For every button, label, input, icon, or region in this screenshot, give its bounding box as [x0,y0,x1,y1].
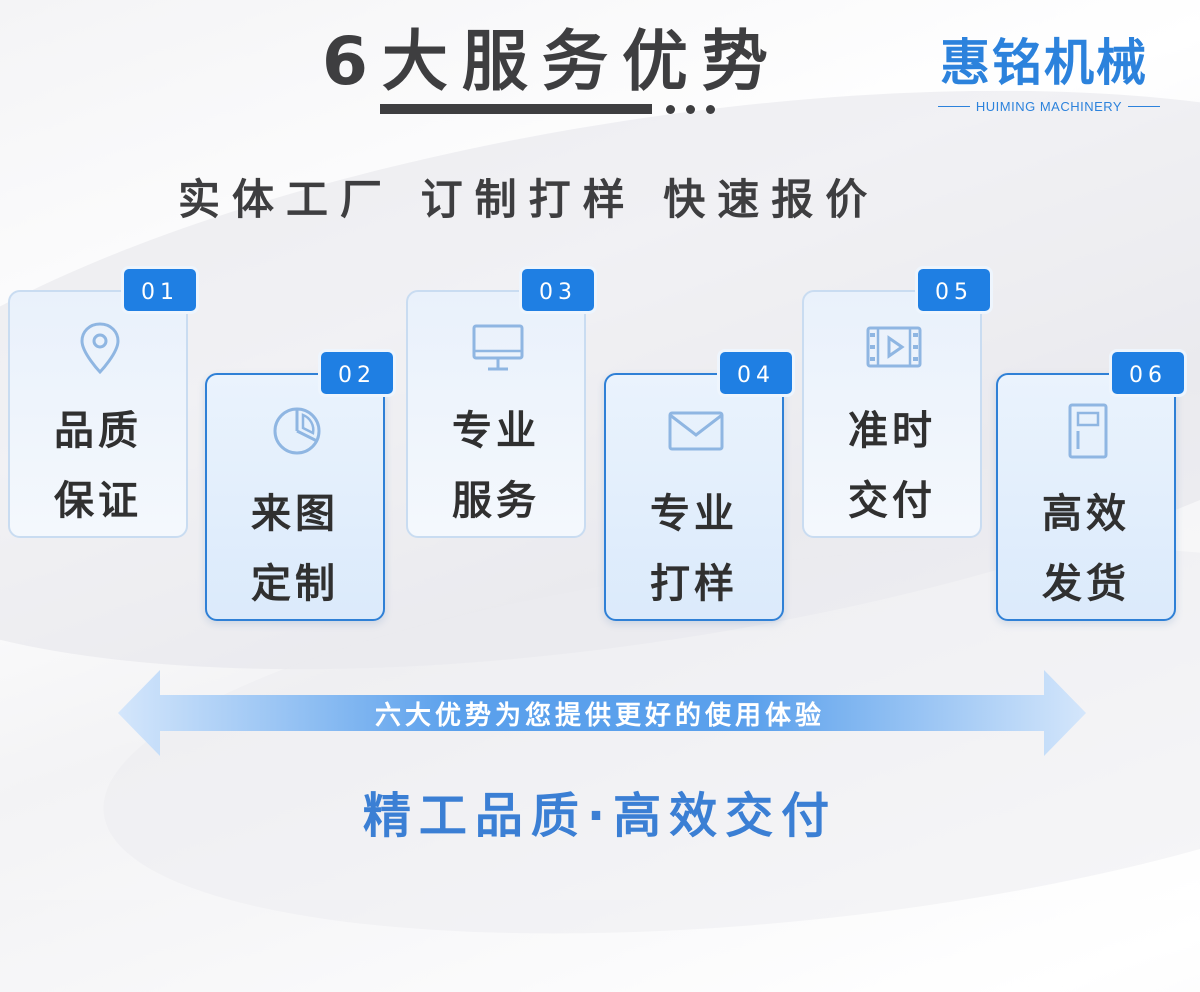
page-title: 6大服务优势 [322,23,782,100]
feature-card-quality: 01 品质 保证 [8,266,199,538]
card-label-line2: 服务 [452,478,540,524]
company-logo: 惠铭机械 [940,34,1148,92]
card-label: 品质 保证 [10,396,186,536]
card-label-line2: 打样 [650,561,738,607]
card-label: 来图 定制 [207,479,383,619]
feature-card-sampling: 04 专业 打样 [604,349,795,621]
card-label-line2: 定制 [251,561,339,607]
page-subtitle: 实体工厂 订制打样 快速报价 [178,175,880,224]
card-label: 专业 打样 [606,479,782,619]
card-number-badge: 01 [121,266,199,314]
card-label: 专业 服务 [408,396,584,536]
title-dot [686,105,695,114]
banner-text: 六大优势为您提供更好的使用体验 [374,701,825,731]
double-arrow-banner [118,670,1086,756]
feature-card-professional-service: 03 专业 服务 [406,266,597,538]
card-label-line2: 发货 [1042,561,1130,607]
card-label-line1: 准时 [848,408,936,454]
slogan: 精工品质·高效交付 [362,788,838,844]
feature-card-fast-shipping: 06 高效 发货 [996,349,1187,621]
card-label: 准时 交付 [804,396,980,536]
card-label-line1: 专业 [650,491,738,537]
location-pin-icon [70,318,130,378]
pie-chart-icon [267,401,327,461]
feature-card-custom-drawing: 02 来图 定制 [205,349,396,621]
card-label-line1: 专业 [452,408,540,454]
card-label-line2: 交付 [848,478,936,524]
video-film-icon [864,318,924,378]
title-dot [706,105,715,114]
card-label-line2: 保证 [54,478,142,524]
feature-card-on-time-delivery: 05 准时 交付 [802,266,993,538]
card-label-line1: 品质 [54,408,142,454]
card-label-line1: 高效 [1042,491,1130,537]
card-number-badge: 05 [915,266,993,314]
card-label-line1: 来图 [251,491,339,537]
card-label: 高效 发货 [998,479,1174,619]
card-number-badge: 02 [318,349,396,397]
card-number-badge: 03 [519,266,597,314]
title-dot [666,105,675,114]
company-logo-subtitle: HUIMING MACHINERY [938,96,1160,116]
title-underline [380,104,652,114]
card-number-badge: 04 [717,349,795,397]
envelope-icon [666,401,726,461]
card-number-badge: 06 [1109,349,1187,397]
monitor-icon [468,318,528,378]
document-icon [1058,401,1118,461]
company-logo-english: HUIMING MACHINERY [975,98,1123,114]
